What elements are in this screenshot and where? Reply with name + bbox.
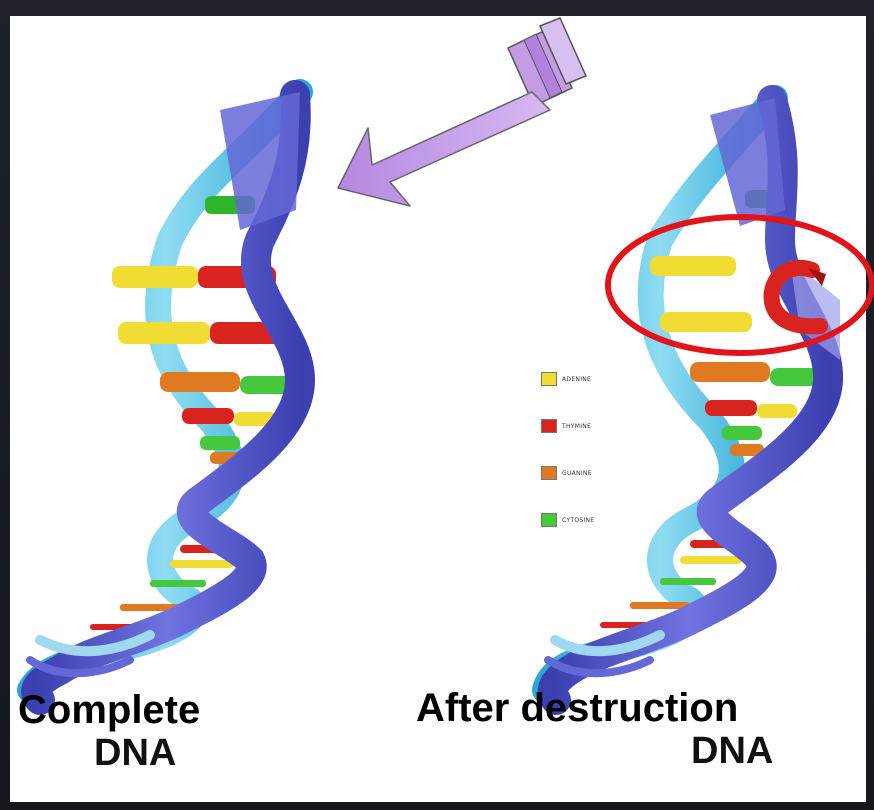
base-legend: ADENINE THYMINE GUANINE CYTOSINE xyxy=(541,371,671,559)
legend-label: ADENINE xyxy=(562,376,591,383)
legend-item: CYTOSINE xyxy=(541,512,671,528)
legend-swatch xyxy=(541,372,557,386)
caption-complete: Complete xyxy=(18,688,200,733)
legend-swatch xyxy=(541,419,557,433)
legend-label: CYTOSINE xyxy=(562,517,594,524)
uv-lamp-icon xyxy=(508,18,586,106)
legend-label: THYMINE xyxy=(562,423,591,430)
legend-item: THYMINE xyxy=(541,418,671,434)
complete-dna-helix xyxy=(30,92,302,700)
legend-label: GUANINE xyxy=(562,470,592,477)
legend-swatch xyxy=(541,513,557,527)
caption-after-destruction: After destruction xyxy=(416,686,738,731)
legend-item: ADENINE xyxy=(541,371,671,387)
caption-complete-dna: DNA xyxy=(94,732,176,775)
legend-swatch xyxy=(541,466,557,480)
legend-item: GUANINE xyxy=(541,465,671,481)
caption-after-dna: DNA xyxy=(691,730,773,773)
arrow-icon xyxy=(338,92,550,206)
